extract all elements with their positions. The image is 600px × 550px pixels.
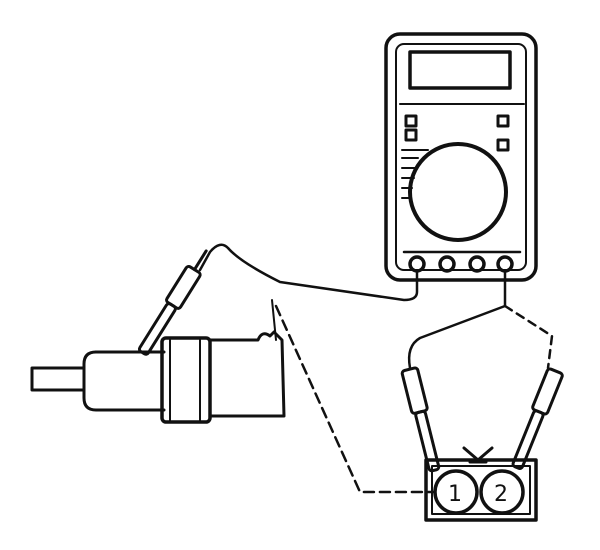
rotary-dial — [408, 142, 508, 242]
lead-wire — [198, 243, 419, 302]
ground-wire — [274, 304, 436, 494]
probe-icon — [137, 249, 564, 473]
multimeter-icon — [384, 32, 538, 282]
lead-wire-alternate — [503, 304, 554, 370]
input-jacks — [408, 255, 514, 273]
sensor-icon — [30, 299, 286, 424]
terminal-label-1: 1 — [448, 482, 462, 507]
multimeter-button — [404, 128, 418, 142]
multimeter-button — [496, 114, 510, 128]
terminal-latch — [462, 446, 494, 464]
terminal-label-2: 2 — [494, 482, 508, 507]
connector-icon: 1 2 — [424, 446, 538, 522]
terminal-2 — [479, 469, 525, 515]
sensor-collar — [160, 336, 212, 424]
multimeter-display — [408, 50, 512, 90]
multimeter-button — [496, 138, 510, 152]
multimeter-button — [404, 114, 418, 128]
test-leads — [198, 243, 554, 494]
lead-wire — [407, 269, 507, 370]
